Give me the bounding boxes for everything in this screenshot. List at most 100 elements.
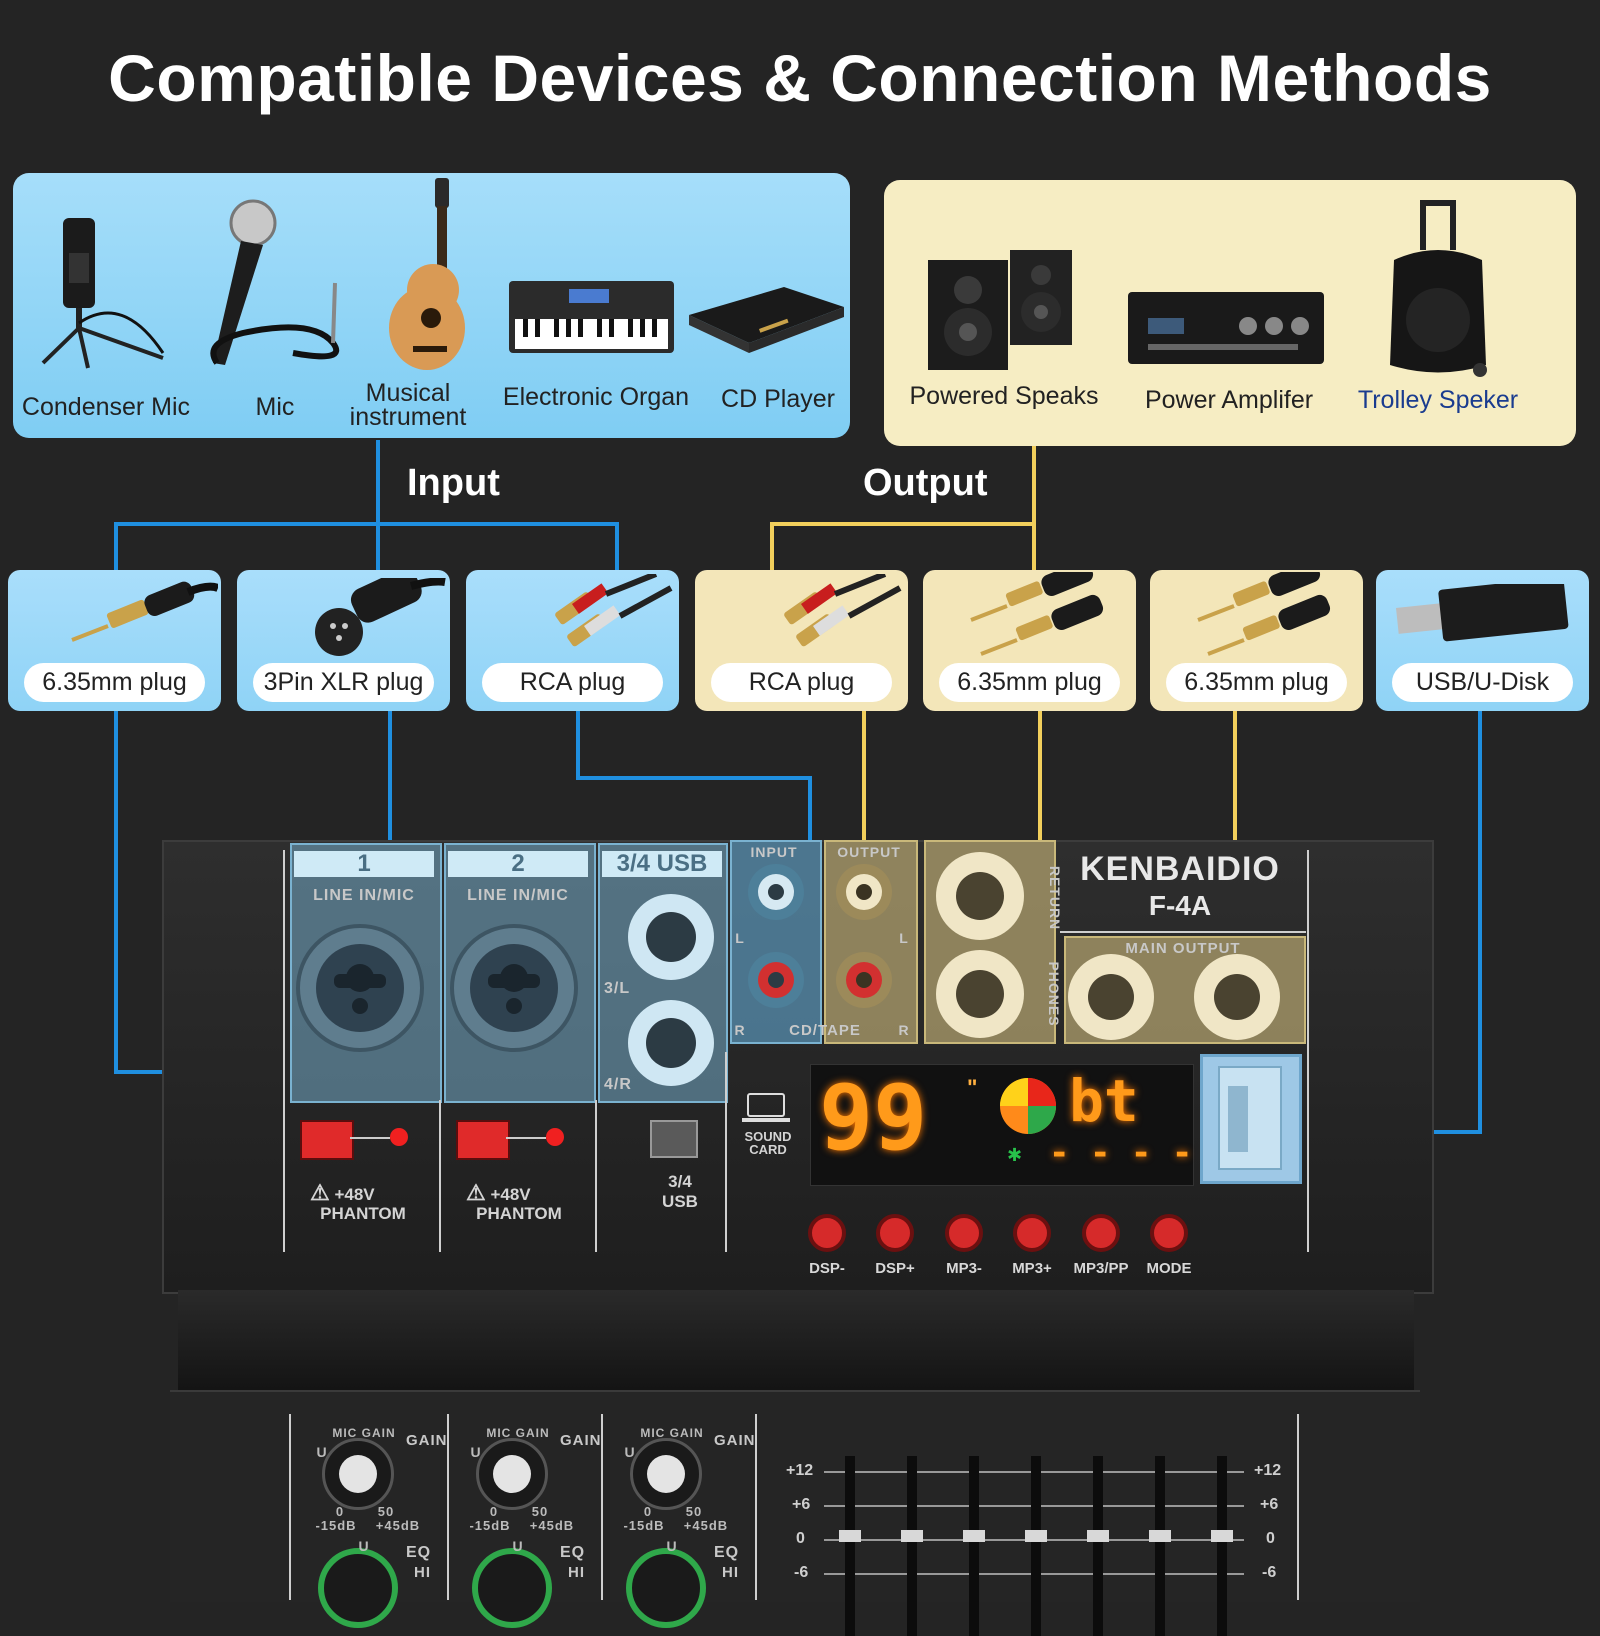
switch-34-label: 3/4 [668,1172,692,1191]
channel-3-gain-unity: U [624,1444,636,1460]
plug-card-usb: USB/U-Disk [1376,570,1589,711]
output-branch-line [770,522,1034,570]
channel-1-gain-knob[interactable] [322,1438,394,1510]
switch-usb-label: USB [662,1192,698,1211]
model-name: F-4A [1148,890,1212,921]
channel-2-label: LINE IN/MIC [467,887,569,904]
main-output-right-hole [1214,974,1260,1020]
channel-2-number: 2 [448,851,588,877]
electronic-keyboard-icon [509,281,674,353]
dsp-minus-label: DSP- [809,1260,845,1277]
device-label-musical-instrument: Musical instrument [349,379,467,431]
mp3-minus-button[interactable] [945,1214,983,1252]
channel-2-phantom-voltage: ⚠ +48V [466,1180,531,1205]
plug-card-6-35mm-main: 6.35mm plug [1150,570,1363,711]
channel-1-gain-unity: U [316,1444,328,1460]
display-dashes: - - - - [1049,1133,1193,1173]
plug-label: 6.35mm plug [939,663,1120,702]
eq-scale-right-plus12: +12 [1254,1462,1282,1479]
channel-34-usb-switch[interactable] [650,1120,698,1158]
channel-3-jack-hole [646,912,696,962]
channel-3-gain-knob[interactable] [630,1438,702,1510]
channel-1-number: 1 [294,851,434,877]
channel-4-jack-hole [646,1018,696,1068]
cd-input-label: INPUT [750,844,798,860]
eq-fader-1[interactable] [839,1530,861,1542]
input-branch-line [114,522,619,570]
device-label-cd-player: CD Player [721,385,835,413]
eq-fader-2[interactable] [901,1530,923,1542]
mixer-body-step [178,1290,1414,1390]
channel-1-gain-zero: 0 [335,1504,345,1519]
eq-fader-3[interactable] [963,1530,985,1542]
cd-r-label: R [734,1022,746,1038]
mp3-play-pause-button[interactable] [1082,1214,1120,1252]
cd-output-rca-jacks[interactable] [832,862,896,1022]
plug-label: 3Pin XLR plug [253,663,434,702]
channel-2-combo-jack[interactable] [448,918,588,1058]
output-devices-panel: Powered Speaks Power Amplifer Trolley Sp… [884,180,1576,446]
led-display: 99 " bt ✱ - - - - [810,1064,1194,1186]
return-jack-hole [956,872,1004,920]
eq-scale-right-minus6: -6 [1262,1564,1277,1581]
mode-button[interactable] [1150,1214,1188,1252]
main-output-label: MAIN OUTPUT [1125,940,1241,957]
channel-1-phantom-switch[interactable] [300,1120,354,1160]
cd-out-r-label: R [898,1022,910,1038]
cd-l-label: L [735,930,745,946]
channel-1-mic-gain-label: MIC GAIN [332,1426,396,1440]
device-label-mic: Mic [255,393,295,421]
plug-card-xlr-input: 3Pin XLR plug [237,570,450,711]
xlr-plug-icon [315,578,446,656]
eq-fader-5[interactable] [1087,1530,1109,1542]
channel-2-phantom-label: PHANTOM [476,1204,562,1223]
eq-fader-track-4 [1031,1456,1041,1636]
device-label-power-amplifer: Power Amplifer [1144,386,1314,414]
channel-3-mic-gain-label: MIC GAIN [640,1426,704,1440]
cd-input-rca-jacks[interactable] [744,862,808,1022]
eq-fader-track-3 [969,1456,979,1636]
display-mode: bt [1069,1067,1139,1135]
mp3-plus-button[interactable] [1013,1214,1051,1252]
channel-2-gain-knob[interactable] [476,1438,548,1510]
page-title: Compatible Devices & Connection Methods [108,41,1492,115]
device-label-powered-speaks: Powered Speaks [909,382,1099,410]
output-section-label: Output [863,462,988,504]
channel-2-gain-min: -15dB [469,1518,511,1533]
channel-1-phantom-label: PHANTOM [320,1204,406,1223]
plug-label: RCA plug [711,663,892,702]
channel-1-combo-jack[interactable] [294,918,434,1058]
channel-2-phantom-switch[interactable] [456,1120,510,1160]
rca-plug-icon [784,574,902,647]
eq-fader-6[interactable] [1149,1530,1171,1542]
plug-card-rca-output: RCA plug [695,570,908,711]
channel-3-eq-label: EQ [714,1544,740,1561]
plug-label: RCA plug [482,663,663,702]
eq-fader-7[interactable] [1211,1530,1233,1542]
bluetooth-icon: ✱ [1007,1145,1023,1165]
eq-scale-right-zero: 0 [1266,1530,1275,1547]
eq-fader-track-1 [845,1456,855,1636]
brand-logo: KENBAIDIO [1080,850,1280,888]
eq-scale-left-plus12: +12 [786,1462,814,1479]
dsp-minus-button[interactable] [808,1214,846,1252]
eq-fader-track-6 [1155,1456,1165,1636]
eq-scale-right-plus6: +6 [1260,1496,1279,1513]
eq-fader-track-7 [1217,1456,1227,1636]
eq-fader-4[interactable] [1025,1530,1047,1542]
phantom-line [350,1137,390,1139]
input-devices-panel: Condenser Mic Mic Musical instrument Ele… [13,173,850,438]
usb-port-tongue [1228,1086,1248,1152]
power-amplifier-icon [1128,292,1324,364]
channel-2-eq-hi-label: HI [568,1564,585,1581]
channel-2-eq-unity: U [512,1538,524,1554]
input-section-label: Input [407,462,500,504]
channel-2-gain-label: GAIN [560,1432,602,1449]
cd-output-label: OUTPUT [837,844,901,860]
mono-jack-plug-icon [71,581,218,642]
channel-3-eq-hi-label: HI [722,1564,739,1581]
dsp-plus-button[interactable] [876,1214,914,1252]
channel-3-gain-max: +45dB [683,1518,729,1533]
channel-2-gain-fifty: 50 [531,1504,549,1519]
panel-divider-lines [283,850,1309,1600]
